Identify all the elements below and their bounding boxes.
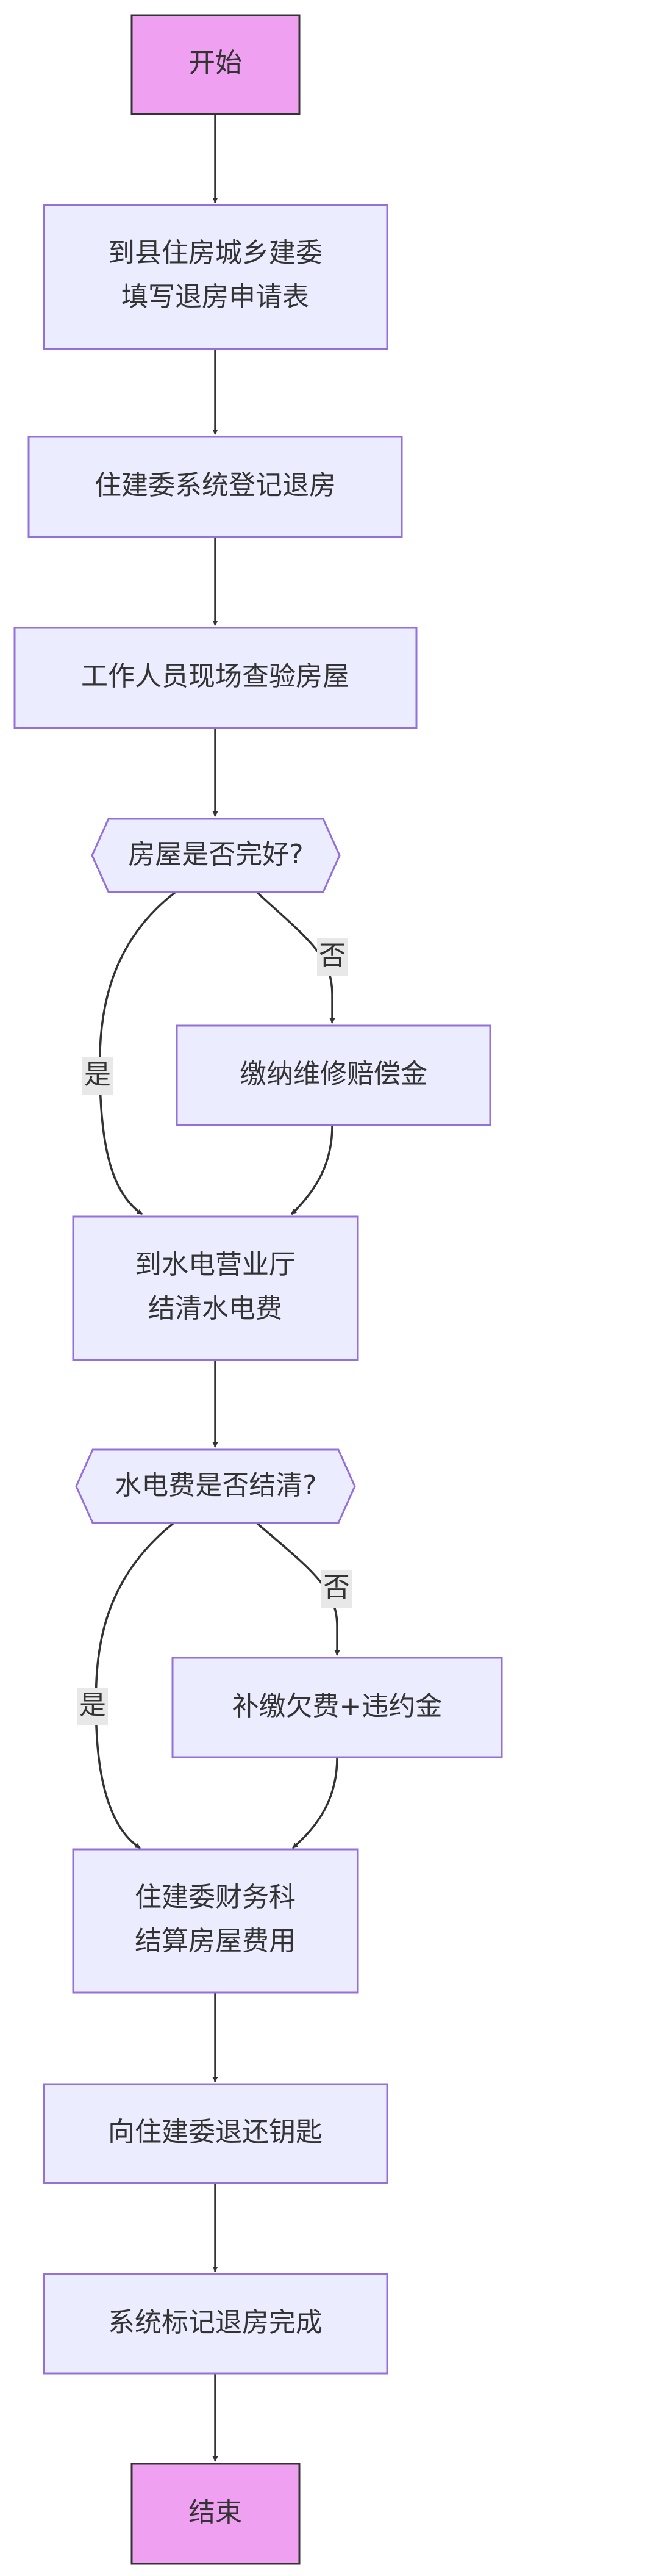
node-start-label: 开始 (188, 48, 242, 79)
node-step4: 到水电营业厅 结清水电费 (72, 1215, 359, 1361)
node-step3-label: 工作人员现场查验房屋 (81, 661, 349, 692)
edge-decision2-no (255, 1522, 340, 1656)
edge-decision1-yes (98, 891, 177, 1215)
node-step2: 住建委系统登记退房 (27, 436, 403, 538)
node-step1-line1: 到县住房城乡建委 (108, 237, 323, 268)
node-decision2-label: 水电费是否结清? (115, 1470, 316, 1501)
edge-backpay-step5 (291, 1757, 338, 1849)
node-backpay: 补缴欠费+违约金 (171, 1657, 503, 1758)
node-step7-label: 系统标记退房完成 (108, 2307, 323, 2338)
edge-repair-step4 (290, 1124, 334, 1215)
node-step5-line1: 住建委财务科 (135, 1882, 296, 1913)
label-d2-no: 否 (323, 1572, 350, 1603)
node-backpay-label: 补缴欠费+违约金 (232, 1691, 443, 1722)
node-step6: 向住建委退还钥匙 (43, 2083, 388, 2184)
label-d1-no: 否 (319, 940, 346, 971)
node-step5-line2: 结算房屋费用 (135, 1926, 296, 1957)
node-step5: 住建委财务科 结算房屋费用 (72, 1848, 359, 1994)
node-step4-line1: 到水电营业厅 (135, 1249, 296, 1280)
node-step1-line2: 填写退房申请表 (121, 281, 309, 312)
node-step6-label: 向住建委退还钥匙 (108, 2117, 323, 2148)
node-decision1: 房屋是否完好? (91, 818, 341, 893)
node-decision1-label: 房屋是否完好? (128, 839, 303, 870)
edge-decision1-no (255, 891, 335, 1024)
node-step2-label: 住建委系统登记退房 (95, 470, 336, 501)
node-decision2: 水电费是否结清? (75, 1448, 356, 1524)
node-step3: 工作人员现场查验房屋 (13, 627, 418, 729)
node-end: 结束 (130, 2463, 301, 2565)
node-repair: 缴纳维修赔偿金 (176, 1024, 491, 1126)
node-step1: 到县住房城乡建委 填写退房申请表 (43, 204, 388, 350)
node-start: 开始 (130, 14, 301, 115)
node-step4-line2: 结清水电费 (148, 1293, 282, 1324)
node-repair-label: 缴纳维修赔偿金 (240, 1059, 427, 1090)
label-d2-yes: 是 (79, 1689, 106, 1721)
label-d1-yes: 是 (84, 1059, 111, 1090)
edge-decision2-yes (95, 1522, 175, 1849)
node-step7: 系统标记退房完成 (43, 2273, 388, 2375)
node-end-label: 结束 (188, 2497, 242, 2528)
edge-labels: 是 否 是 否 (77, 938, 352, 1725)
